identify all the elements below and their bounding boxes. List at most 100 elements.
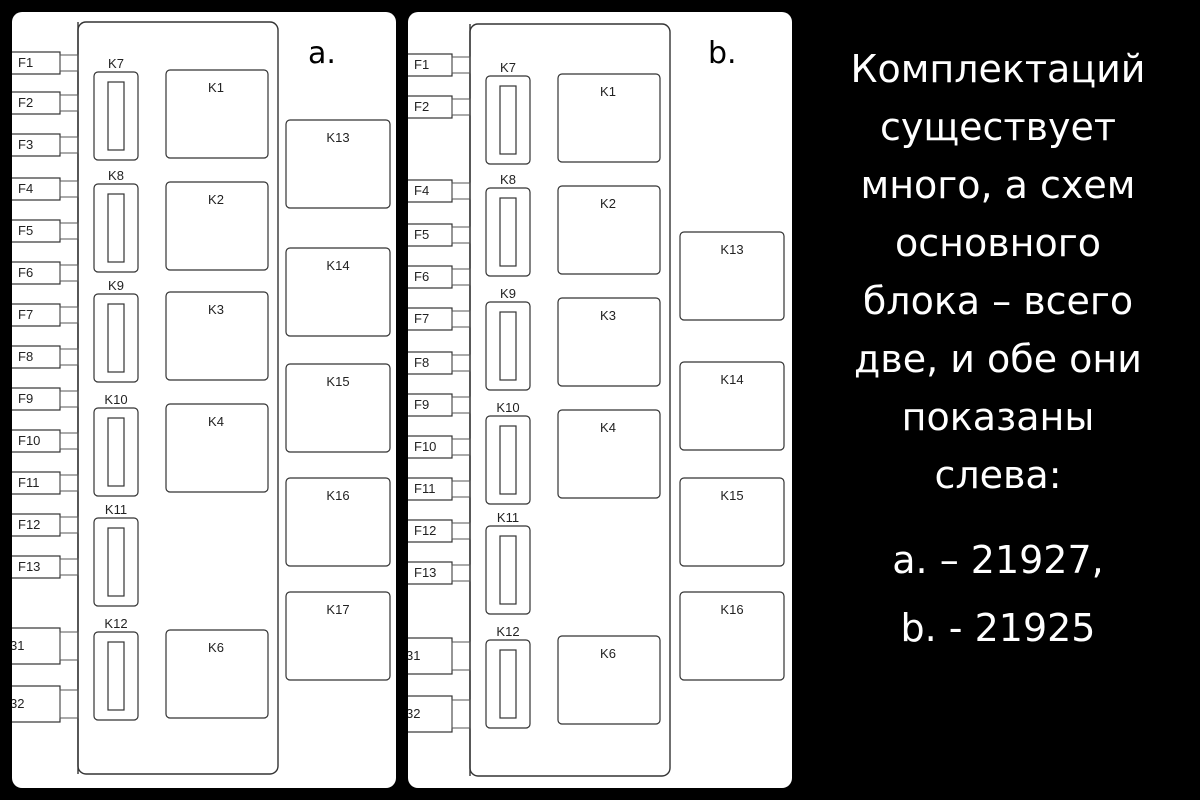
fuse-clip	[59, 516, 79, 534]
relay-block	[165, 181, 269, 271]
connector-clip	[59, 631, 79, 661]
small-relay-slot	[107, 81, 125, 151]
relay-label: K6	[208, 640, 224, 655]
fuse-label: F5	[414, 227, 429, 242]
caption-text: Комплектаций существует много, а схем ос…	[808, 40, 1188, 662]
fuse-clip	[451, 564, 471, 582]
relay-block	[557, 185, 661, 275]
connector-label: 31	[12, 638, 24, 653]
connector-clip	[59, 689, 79, 719]
fuse-label: F13	[414, 565, 436, 580]
relay-block	[165, 403, 269, 493]
relay-label: K13	[720, 242, 743, 257]
relay-label: K9	[500, 286, 516, 301]
relay-label: K7	[108, 56, 124, 71]
fuse-label: F8	[18, 349, 33, 364]
fuse-clip	[59, 306, 79, 324]
side-relay-block	[679, 361, 785, 451]
fuse-clip	[451, 226, 471, 244]
relay-label: K12	[104, 616, 127, 631]
relay-label: K3	[600, 308, 616, 323]
fuse-label: F10	[414, 439, 436, 454]
fuse-label: F1	[18, 55, 33, 70]
fuse-box-drawing-b: F1F2F4F5F6F7F8F9F10F11F12F133132K7K8K9K1…	[408, 23, 785, 777]
caption-line: блока – всего	[862, 279, 1134, 323]
relay-block	[165, 69, 269, 159]
side-relay-block	[285, 477, 391, 567]
fuse-label: F2	[18, 95, 33, 110]
small-relay-slot	[107, 641, 125, 711]
fuse-label: F1	[414, 57, 429, 72]
small-relay-slot	[107, 303, 125, 373]
side-relay-block	[285, 119, 391, 209]
connector-slot	[12, 627, 61, 665]
fuse-label: F6	[414, 269, 429, 284]
connector-label: 31	[408, 648, 420, 663]
relay-block	[165, 291, 269, 381]
caption-line: слева:	[934, 453, 1062, 497]
small-relay-slot	[499, 535, 517, 605]
side-relay-block	[285, 363, 391, 453]
fuse-clip	[59, 264, 79, 282]
relay-label: K6	[600, 646, 616, 661]
relay-label: K11	[497, 510, 519, 525]
fuse-clip	[59, 432, 79, 450]
relay-block	[165, 629, 269, 719]
relay-label: K8	[108, 168, 124, 183]
relay-label: K2	[208, 192, 224, 207]
fuse-label: F12	[18, 517, 40, 532]
panel-letter-a: a.	[308, 36, 336, 71]
relay-label: K7	[500, 60, 516, 75]
fuse-clip	[451, 56, 471, 74]
relay-label: K9	[108, 278, 124, 293]
fuse-clip	[451, 268, 471, 286]
caption-line: основного	[895, 221, 1101, 265]
small-relay-slot	[499, 85, 517, 155]
relay-label: K12	[496, 624, 519, 639]
connector-clip	[451, 641, 471, 671]
relay-label: K16	[326, 488, 349, 503]
model-a-label: a. – 21927,	[892, 538, 1104, 582]
fuse-label: F13	[18, 559, 40, 574]
side-relay-block	[285, 591, 391, 681]
fuse-label: F11	[414, 481, 435, 496]
fuse-clip	[451, 480, 471, 498]
caption-line: Комплектаций	[850, 47, 1146, 91]
fuse-clip	[451, 310, 471, 328]
fuse-clip	[59, 348, 79, 366]
fuse-clip	[59, 136, 79, 154]
fuse-clip	[59, 558, 79, 576]
side-relay-block	[679, 477, 785, 567]
fuse-label: F9	[414, 397, 429, 412]
caption-line: показаны	[901, 395, 1095, 439]
relay-label: K1	[600, 84, 616, 99]
model-b-label: b. - 21925	[900, 606, 1096, 650]
fuse-label: F7	[414, 311, 429, 326]
panel-letter-b: b.	[708, 36, 737, 71]
side-relay-block	[285, 247, 391, 337]
fuse-label: F4	[18, 181, 33, 196]
caption-line: две, и обе они	[854, 337, 1142, 381]
relay-label: K15	[326, 374, 349, 389]
small-relay-slot	[499, 311, 517, 381]
caption-line: много, а схем	[860, 163, 1136, 207]
fuse-clip	[59, 94, 79, 112]
side-relay-block	[679, 591, 785, 681]
fuse-label: F8	[414, 355, 429, 370]
relay-label: K16	[720, 602, 743, 617]
fuse-clip	[451, 98, 471, 116]
fuse-label: F7	[18, 307, 33, 322]
relay-label: K10	[104, 392, 127, 407]
relay-label: K15	[720, 488, 743, 503]
fuse-label: F4	[414, 183, 429, 198]
relay-block	[557, 409, 661, 499]
small-relay-slot	[107, 527, 125, 597]
fuse-label: F9	[18, 391, 33, 406]
relay-label: K1	[208, 80, 224, 95]
relay-label: K2	[600, 196, 616, 211]
relay-block	[557, 635, 661, 725]
fuse-label: F11	[18, 475, 39, 490]
relay-label: K13	[326, 130, 349, 145]
